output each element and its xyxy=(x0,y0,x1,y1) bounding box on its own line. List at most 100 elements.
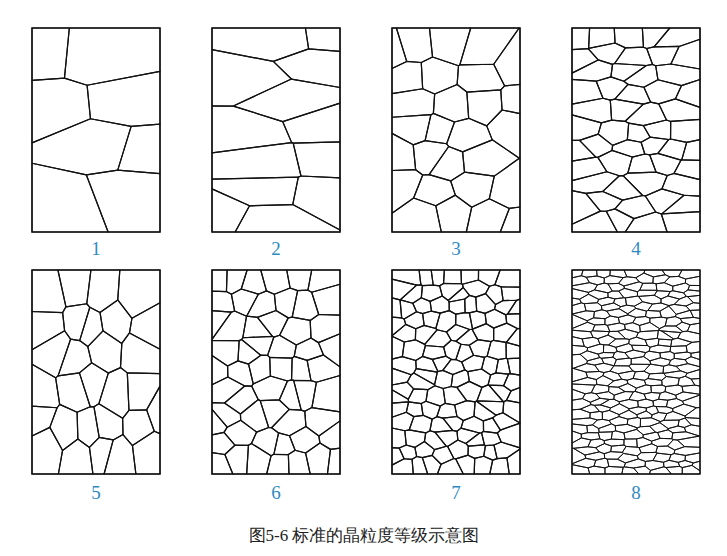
grain-boundary xyxy=(462,280,489,297)
grain-boundary xyxy=(671,119,700,142)
grain-boundary xyxy=(572,49,598,73)
grain-boundary xyxy=(658,430,673,439)
grain-boundary xyxy=(252,376,288,401)
grain-boundary xyxy=(414,175,456,206)
grain-boundary xyxy=(293,176,340,230)
grain-boundary xyxy=(399,445,417,459)
grain-boundary xyxy=(682,465,700,474)
grain-boundary xyxy=(603,345,617,353)
grain-boundary xyxy=(456,344,474,362)
grain-panel xyxy=(572,270,700,474)
grain-boundary xyxy=(609,404,629,415)
grain-boundary xyxy=(676,364,700,374)
grain-boundary xyxy=(631,357,651,365)
panel-frame xyxy=(572,270,700,474)
grain-boundary xyxy=(89,437,113,474)
grain-boundary xyxy=(587,344,604,354)
grain-boundary xyxy=(292,290,319,320)
grain-boundary xyxy=(628,154,656,173)
grain-boundary xyxy=(507,449,520,474)
figure-caption: 图5-6 标准的晶粒度等级示意图 xyxy=(249,524,480,547)
grain-boundary xyxy=(598,335,616,345)
grain-boundary xyxy=(572,289,589,300)
grain-boundary xyxy=(642,28,669,48)
grain-boundary xyxy=(580,294,599,304)
grain-boundary xyxy=(463,140,520,176)
grain-boundary xyxy=(588,439,605,448)
grain-boundary xyxy=(88,331,122,373)
grain-boundary xyxy=(656,64,700,86)
grain-boundary xyxy=(212,403,241,428)
grain-boundary xyxy=(684,425,700,436)
grain-boundary xyxy=(685,408,700,419)
grain-boundary xyxy=(228,361,254,386)
grain-boundary xyxy=(586,191,623,211)
grain-boundary xyxy=(392,170,423,214)
grain-boundary xyxy=(80,307,103,346)
grain-boundary xyxy=(623,172,667,196)
grain-boundary xyxy=(507,358,520,375)
grain-boundary xyxy=(596,77,628,100)
grain-boundary xyxy=(129,303,160,350)
grain-boundary xyxy=(212,270,227,292)
grain-boundary xyxy=(643,432,660,441)
grain-boundary xyxy=(327,448,340,474)
panel-number: 7 xyxy=(451,482,461,504)
grain-boundary xyxy=(392,412,414,431)
grain-boundary xyxy=(501,287,520,301)
grain-boundary xyxy=(661,212,700,232)
grain-boundary xyxy=(500,207,520,232)
grain-boundary xyxy=(643,120,670,140)
grain-boundary xyxy=(444,270,462,284)
panel-number: 4 xyxy=(631,238,641,260)
grain-boundary xyxy=(639,444,658,453)
grain-boundary xyxy=(421,57,458,94)
grain-boundary xyxy=(624,64,658,87)
grain-boundary xyxy=(508,299,520,314)
grain-boundary xyxy=(414,369,438,385)
grain-panel xyxy=(392,28,520,232)
grain-boundary xyxy=(56,373,91,412)
grain-boundary xyxy=(99,368,129,419)
grain-boundary xyxy=(634,302,652,311)
grain-boundary xyxy=(413,141,449,175)
grain-boundary xyxy=(233,79,340,122)
panel-number: 2 xyxy=(271,238,281,260)
grain-boundary xyxy=(472,324,494,342)
panel-number: 1 xyxy=(91,238,101,260)
grain-boundary xyxy=(288,450,310,474)
grain-boundary xyxy=(226,270,247,294)
grain-boundary xyxy=(638,295,661,304)
grain-panel xyxy=(572,28,700,232)
grain-boundary xyxy=(604,276,623,284)
grain-boundary xyxy=(686,341,700,353)
grain-boundary xyxy=(467,90,502,126)
grain-boundary xyxy=(132,431,160,474)
grain-boundary xyxy=(94,404,123,440)
grain-boundary xyxy=(50,404,78,450)
grain-boundary xyxy=(633,466,650,474)
grain-boundary xyxy=(58,339,92,376)
grain-boundary xyxy=(572,283,597,293)
grain-boundary xyxy=(627,378,646,388)
grain-boundary xyxy=(666,466,682,474)
grain-boundary xyxy=(588,43,625,64)
panel-frame xyxy=(392,270,520,474)
grain-boundary xyxy=(261,270,290,294)
grain-boundary xyxy=(572,345,588,355)
grain-boundary xyxy=(664,276,685,286)
grain-boundary xyxy=(267,454,289,474)
grain-boundary xyxy=(294,380,317,411)
grain-boundary xyxy=(598,150,632,175)
grain-boundary xyxy=(433,85,468,122)
grain-boundary xyxy=(257,311,288,338)
grain-boundary xyxy=(247,291,276,317)
grain-boundary xyxy=(79,363,108,407)
grain-panel xyxy=(32,28,160,232)
grain-boundary xyxy=(625,212,667,232)
grain-boundary xyxy=(572,465,590,474)
grain-boundary xyxy=(460,28,519,65)
grain-boundary xyxy=(392,198,441,232)
grain-boundary xyxy=(451,370,469,388)
grain-boundary xyxy=(572,98,612,123)
